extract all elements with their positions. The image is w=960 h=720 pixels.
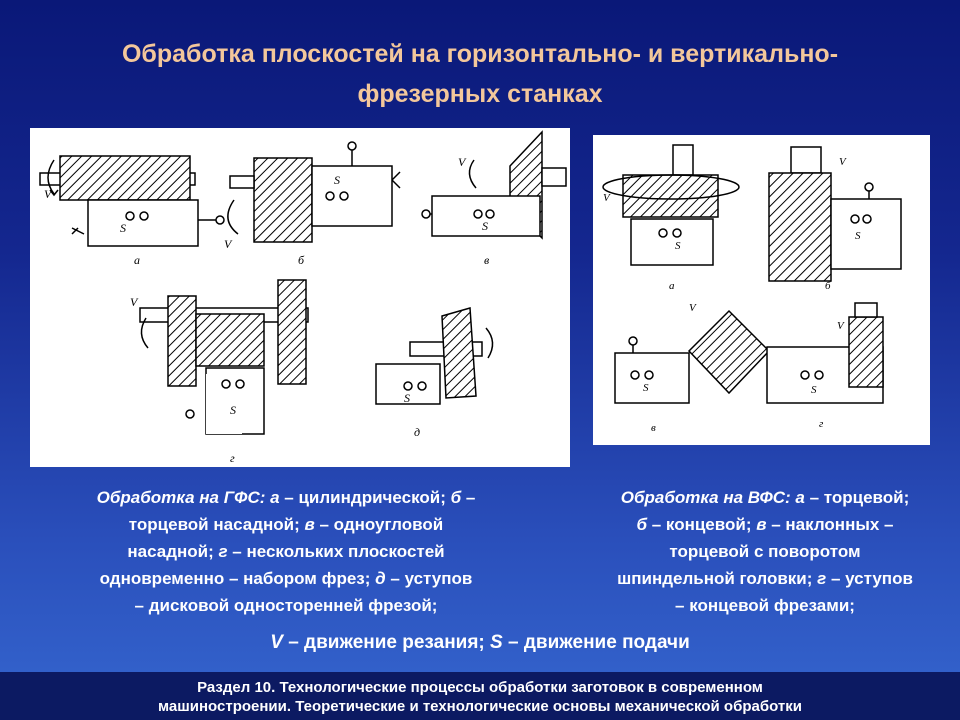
vfs-caption-lead: Обработка на ВФС:: [620, 488, 791, 507]
scheme-g-s-label: S: [230, 403, 236, 417]
scheme-v-v-label: V: [458, 155, 467, 169]
scheme-a-v-label: V: [44, 187, 53, 201]
scheme-d-disk: [375, 307, 494, 405]
scheme-v-single-angle: [421, 130, 567, 240]
vfs-v-s-label: S: [643, 382, 649, 394]
vfs-caption-line1: Обработка на ВФС: а – торцевой;: [620, 488, 910, 507]
scheme-g-v-label: V: [130, 295, 139, 309]
vfs-scheme-b-label: б: [825, 280, 831, 292]
hfs-caption: Обработка на ГФС: а – цилиндрической; б …: [36, 484, 536, 619]
hfs-schemes-figure: V S а V S б V S в V S г S д: [30, 128, 570, 467]
slide-title-line1: Обработка плоскостей на горизонтально- и…: [121, 40, 839, 68]
scheme-g-gang: [139, 279, 309, 435]
scheme-a-cylindrical: [39, 155, 225, 247]
footer-line2: машиностроении. Теоретические и технолог…: [158, 698, 802, 715]
motion-legend: V – движение резания; S – движение подач…: [0, 629, 960, 657]
scheme-d-label: д: [414, 425, 420, 439]
scheme-v-s-label: S: [482, 219, 488, 233]
vfs-v-v-label: V: [689, 302, 697, 314]
legend-v-text: – движение резания;: [282, 632, 491, 653]
hfs-caption-line4: одновременно – набором фрез; д – уступов: [99, 569, 473, 588]
scheme-a-label: а: [134, 253, 140, 267]
scheme-b-v-label: V: [224, 237, 233, 251]
hfs-caption-line5: – дисковой односторенней фрезой;: [134, 596, 438, 615]
footer-text: Раздел 10. Технологические процессы обра…: [40, 678, 920, 716]
vfs-g-v-label: V: [837, 320, 845, 332]
hfs-caption-line2: торцевой насадной; в – одноугловой: [128, 515, 444, 534]
vfs-g-s-label: S: [811, 384, 817, 396]
scheme-v-label: в: [484, 253, 489, 267]
vfs-caption-line2: б – концевой; в – наклонных –: [636, 515, 894, 534]
vfs-scheme-g-label: г: [819, 418, 824, 430]
vfs-b-s-label: S: [855, 230, 861, 242]
slide-title: Обработка плоскостей на горизонтально- и…: [40, 34, 920, 114]
footer-line1: Раздел 10. Технологические процессы обра…: [197, 679, 763, 696]
vfs-caption-line4: шпиндельной головки; г – уступов: [617, 569, 913, 588]
vfs-scheme-v-inclined: [614, 309, 771, 404]
hfs-caption-lead: Обработка на ГФС:: [96, 488, 266, 507]
vfs-scheme-b-end: [768, 146, 902, 282]
hfs-schemes-drawing: V S а V S б V S в V S г S д: [39, 130, 567, 465]
vfs-caption-line3: торцевой с поворотом: [669, 542, 861, 561]
slide-title-line2: фрезерных станках: [357, 80, 603, 108]
vfs-schemes-drawing: V S а V S б V S в V S г: [602, 144, 902, 434]
vfs-caption-line5: – концевой фрезами;: [675, 596, 855, 615]
footer-band: [0, 672, 960, 720]
scheme-b-s-label: S: [334, 173, 340, 187]
legend-v-symbol: V: [270, 632, 283, 653]
vfs-scheme-a-face: [602, 144, 740, 266]
scheme-g-label: г: [230, 451, 235, 465]
vfs-scheme-a-label: а: [669, 280, 675, 292]
hfs-caption-line1: Обработка на ГФС: а – цилиндрической; б …: [96, 488, 476, 507]
vfs-scheme-g-step: [766, 302, 884, 404]
vfs-caption: Обработка на ВФС: а – торцевой; б – конц…: [570, 484, 960, 619]
vfs-a-s-label: S: [675, 240, 681, 252]
vfs-scheme-v-label: в: [651, 422, 656, 434]
scheme-b-face-shell: [227, 141, 401, 243]
hfs-caption-line3: насадной; г – нескольких плоскостей: [127, 542, 445, 561]
scheme-d-s-label: S: [404, 391, 410, 405]
scheme-a-s-label: S: [120, 221, 126, 235]
legend-s-text: – движение подачи: [502, 632, 690, 653]
legend-s-symbol: S: [490, 632, 503, 653]
vfs-schemes-figure: V S а V S б V S в V S г: [593, 135, 930, 445]
vfs-b-v-label: V: [839, 156, 847, 168]
scheme-b-label: б: [298, 253, 305, 267]
vfs-a-v-label: V: [603, 192, 611, 204]
